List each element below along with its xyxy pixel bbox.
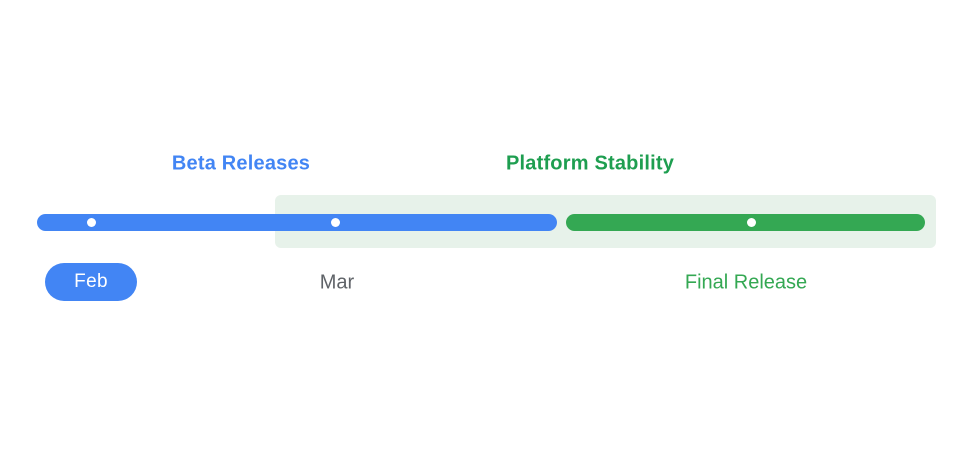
final-release-label: Final Release (684, 271, 808, 294)
platform-stability-timeline-bar (566, 214, 925, 231)
mar-month-label: Mar (319, 271, 355, 294)
final-release-milestone-dot (747, 218, 756, 227)
beta-releases-phase-label: Beta Releases (171, 152, 311, 175)
beta-releases-timeline-bar (37, 214, 557, 231)
platform-stability-phase-label: Platform Stability (505, 152, 675, 175)
feb-month-pill: Feb (45, 263, 137, 301)
mar-milestone-dot (331, 218, 340, 227)
feb-milestone-dot (87, 218, 96, 227)
